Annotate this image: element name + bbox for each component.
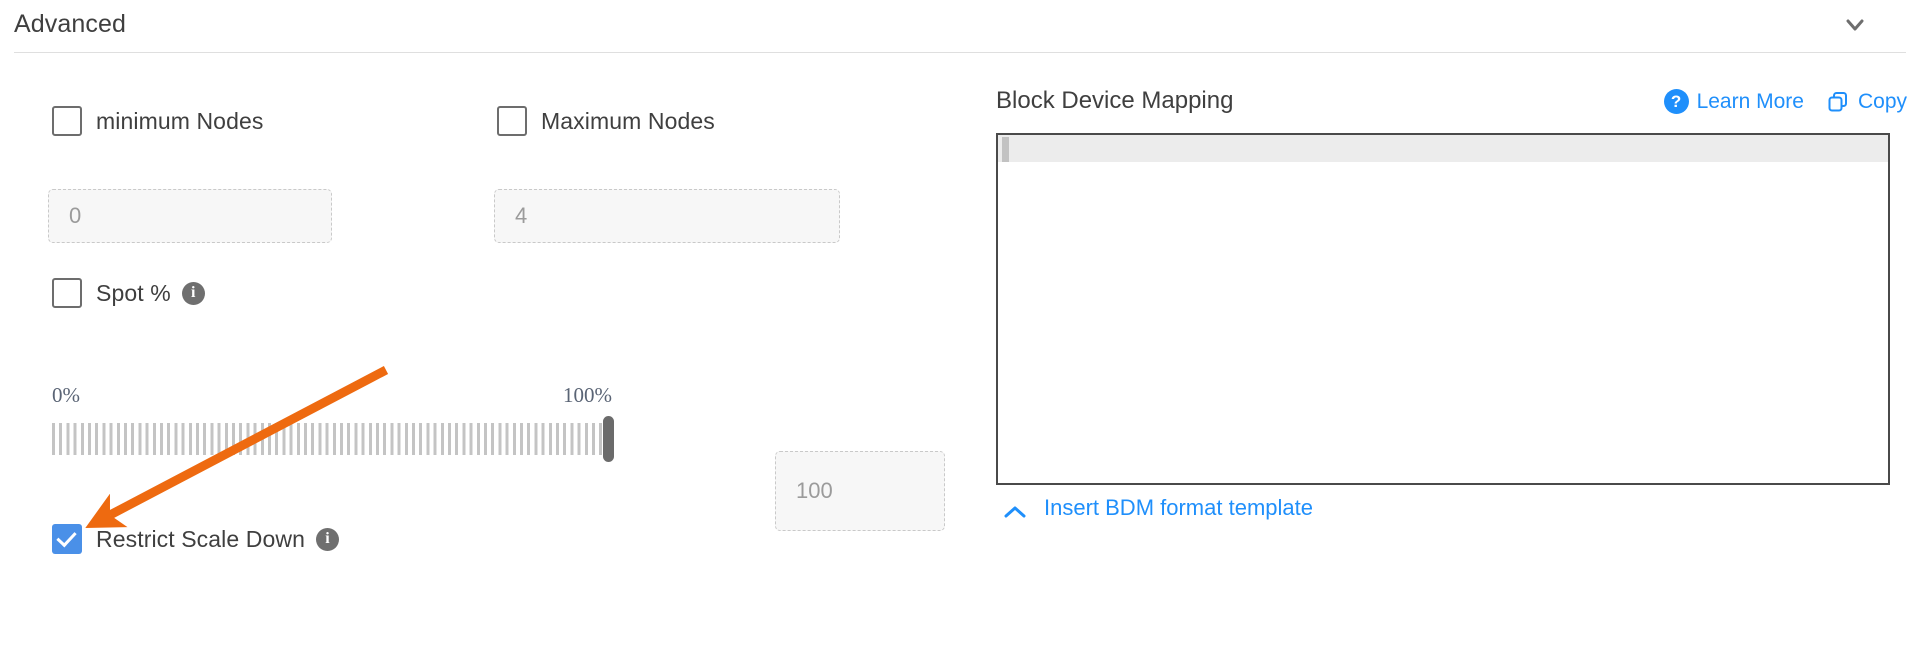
restrict-scale-down-checkbox[interactable] <box>52 524 82 554</box>
editor-gutter <box>1002 137 1009 162</box>
chevron-up-icon <box>1002 500 1028 518</box>
chevron-down-icon[interactable] <box>1840 10 1870 40</box>
maximum-nodes-checkbox[interactable] <box>497 106 527 136</box>
maximum-nodes-row[interactable]: Maximum Nodes <box>497 106 715 136</box>
spot-percent-label: Spot % <box>96 279 171 306</box>
block-device-mapping-title: Block Device Mapping <box>996 87 1234 114</box>
minimum-nodes-row[interactable]: minimum Nodes <box>52 106 263 136</box>
spot-percent-input[interactable]: 100 <box>775 451 945 531</box>
restrict-scale-down-label: Restrict Scale Down <box>96 525 305 552</box>
spot-percent-slider[interactable]: 0% 100% <box>52 383 614 473</box>
spot-percent-checkbox[interactable] <box>52 278 82 308</box>
restrict-scale-down-row[interactable]: Restrict Scale Down i <box>52 524 339 554</box>
minimum-nodes-label: minimum Nodes <box>96 107 264 134</box>
copy-icon <box>1826 90 1850 114</box>
copy-label: Copy <box>1857 89 1907 113</box>
maximum-nodes-input[interactable]: 4 <box>494 189 840 243</box>
slider-track[interactable] <box>52 423 612 455</box>
spot-percent-info-icon[interactable]: i <box>181 281 205 305</box>
spot-percent-row[interactable]: Spot % i <box>52 278 205 308</box>
advanced-section-header[interactable]: Advanced <box>0 0 1920 53</box>
minimum-nodes-checkbox[interactable] <box>52 106 82 136</box>
minimum-nodes-input[interactable]: 0 <box>48 189 332 243</box>
copy-button[interactable]: Copy <box>1826 90 1907 114</box>
advanced-left-column: minimum Nodes 0 Maximum Nodes 4 Spot % i… <box>0 53 980 656</box>
page-title: Advanced <box>14 10 126 38</box>
insert-bdm-template-label: Insert BDM format template <box>1044 495 1313 520</box>
slider-min-label: 0% <box>52 383 80 407</box>
block-device-mapping-panel: Block Device Mapping ? Learn More Copy <box>996 53 1920 656</box>
slider-thumb[interactable] <box>603 416 614 462</box>
maximum-nodes-label: Maximum Nodes <box>541 107 715 134</box>
bdm-code-editor[interactable] <box>996 133 1890 485</box>
question-mark-circle-icon: ? <box>1663 89 1689 114</box>
insert-bdm-template-link[interactable]: Insert BDM format template <box>1002 495 1313 521</box>
editor-active-line <box>998 135 1888 162</box>
bdm-actions: ? Learn More Copy <box>1663 89 1907 114</box>
restrict-scale-down-info-icon[interactable]: i <box>315 527 339 551</box>
slider-max-label: 100% <box>563 383 612 407</box>
header-divider <box>14 52 1906 53</box>
learn-more-label: Learn More <box>1696 89 1804 113</box>
learn-more-link[interactable]: ? Learn More <box>1663 89 1804 114</box>
